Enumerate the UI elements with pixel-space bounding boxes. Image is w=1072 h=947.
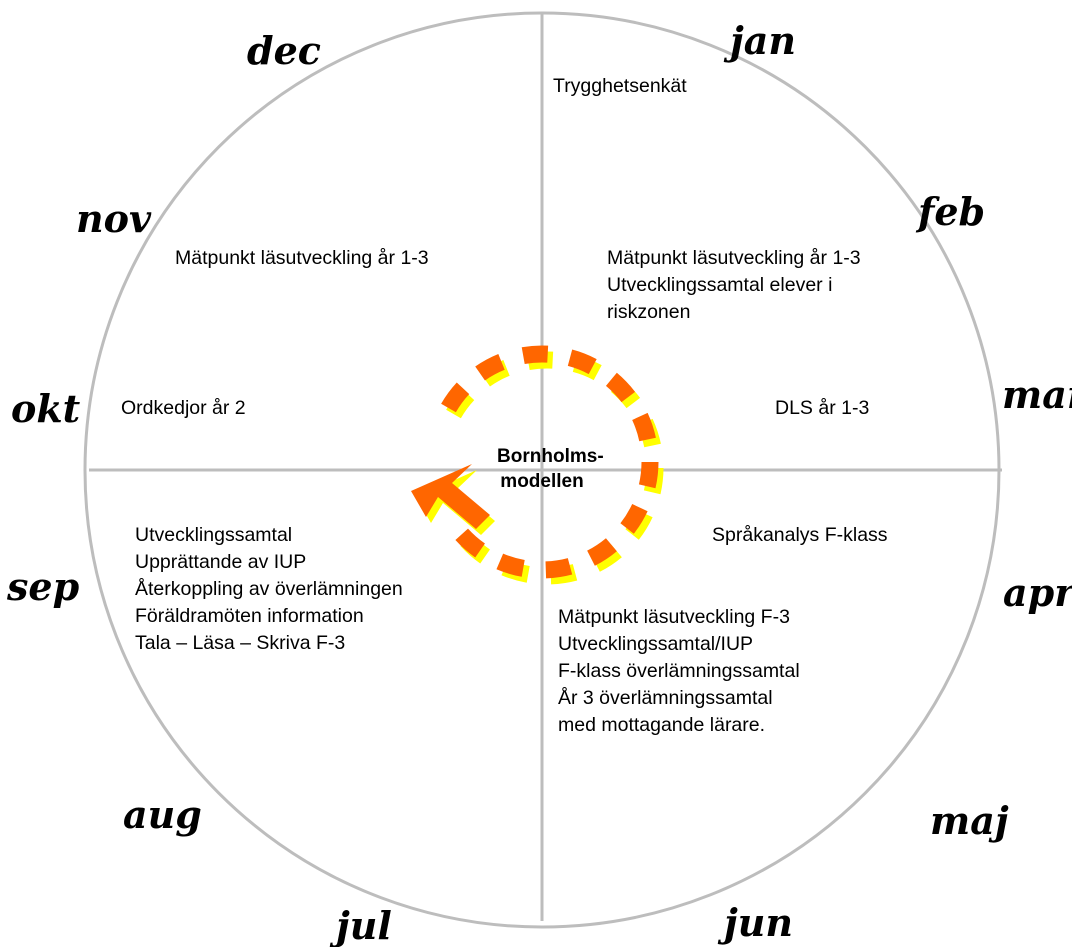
arrow-dash: [567, 349, 597, 375]
arrow-dash: [545, 558, 573, 579]
arrow-dash: [496, 553, 525, 577]
note-jan: Trygghetsenkät: [553, 75, 687, 97]
note-mar: DLS år 1-3: [775, 397, 869, 419]
arrow-dash: [638, 461, 659, 489]
note-line: Mätpunkt läsutveckling F-3: [558, 606, 790, 628]
note-line: Utvecklingssamtal/IUP: [558, 633, 753, 655]
note-line: med mottagande lärare.: [558, 714, 765, 736]
note-line: Återkoppling av överlämningen: [135, 577, 403, 600]
note-line: Upprättande av IUP: [135, 551, 306, 573]
month-label-maj: maj: [930, 798, 1009, 843]
arrow-dash: [605, 372, 636, 403]
arrow-head: [411, 464, 490, 529]
month-label-feb: feb: [915, 189, 985, 234]
arrow-dash: [455, 528, 486, 558]
note-line: Tala – Läsa – Skriva F-3: [135, 632, 345, 654]
arrow-dash: [632, 412, 656, 442]
month-label-jun: jun: [717, 900, 793, 945]
note-line: Ordkedjor år 2: [121, 397, 246, 419]
month-label-jul: jul: [329, 903, 392, 947]
note-line: riskzonen: [607, 301, 690, 323]
note-line: Trygghetsenkät: [553, 75, 687, 97]
arrow-dash: [475, 354, 505, 381]
note-sep: Utvecklingssamtal Upprättande av IUP Åte…: [135, 524, 408, 654]
arrow-dash: [521, 345, 549, 365]
note-okt: Ordkedjor år 2: [121, 397, 246, 419]
month-label-aug: aug: [123, 792, 202, 837]
note-nov: Mätpunkt läsutveckling år 1-3: [175, 247, 429, 269]
center-title-line1: Bornholms-: [497, 446, 604, 467]
note-apr: Språkanalys F-klass: [712, 524, 888, 546]
note-line: Mätpunkt läsutveckling år 1-3: [175, 247, 429, 269]
month-label-nov: nov: [76, 196, 152, 241]
month-label-jan: jan: [723, 18, 796, 63]
note-line: Utvecklingssamtal: [135, 524, 292, 546]
note-line: Föräldramöten information: [135, 605, 364, 627]
month-label-okt: okt: [11, 386, 81, 431]
note-line: År 3 överlämningssamtal: [558, 686, 773, 709]
center-title-line2: modellen: [500, 471, 583, 492]
note-line: Utvecklingssamtal elever i: [607, 274, 832, 296]
cycle-arrow: [411, 345, 664, 585]
arrow-dash: [586, 538, 617, 566]
month-label-apr: apr: [1003, 570, 1072, 615]
note-line: DLS år 1-3: [775, 397, 869, 419]
month-label-mar: mar: [1002, 372, 1072, 417]
note-feb: Mätpunkt läsutveckling år 1-3 Utveckling…: [607, 247, 866, 323]
center-title: Bornholms- modellen: [497, 446, 609, 492]
month-label-sep: sep: [6, 564, 80, 609]
note-maj: Mätpunkt läsutveckling F-3 Utvecklingssa…: [558, 606, 805, 736]
arrow-dash: [441, 382, 470, 413]
month-label-dec: dec: [247, 28, 321, 73]
note-line: Mätpunkt läsutveckling år 1-3: [607, 247, 861, 269]
note-line: Språkanalys F-klass: [712, 524, 888, 546]
note-line: F-klass överlämningssamtal: [558, 660, 800, 682]
arrow-dash: [620, 503, 648, 534]
